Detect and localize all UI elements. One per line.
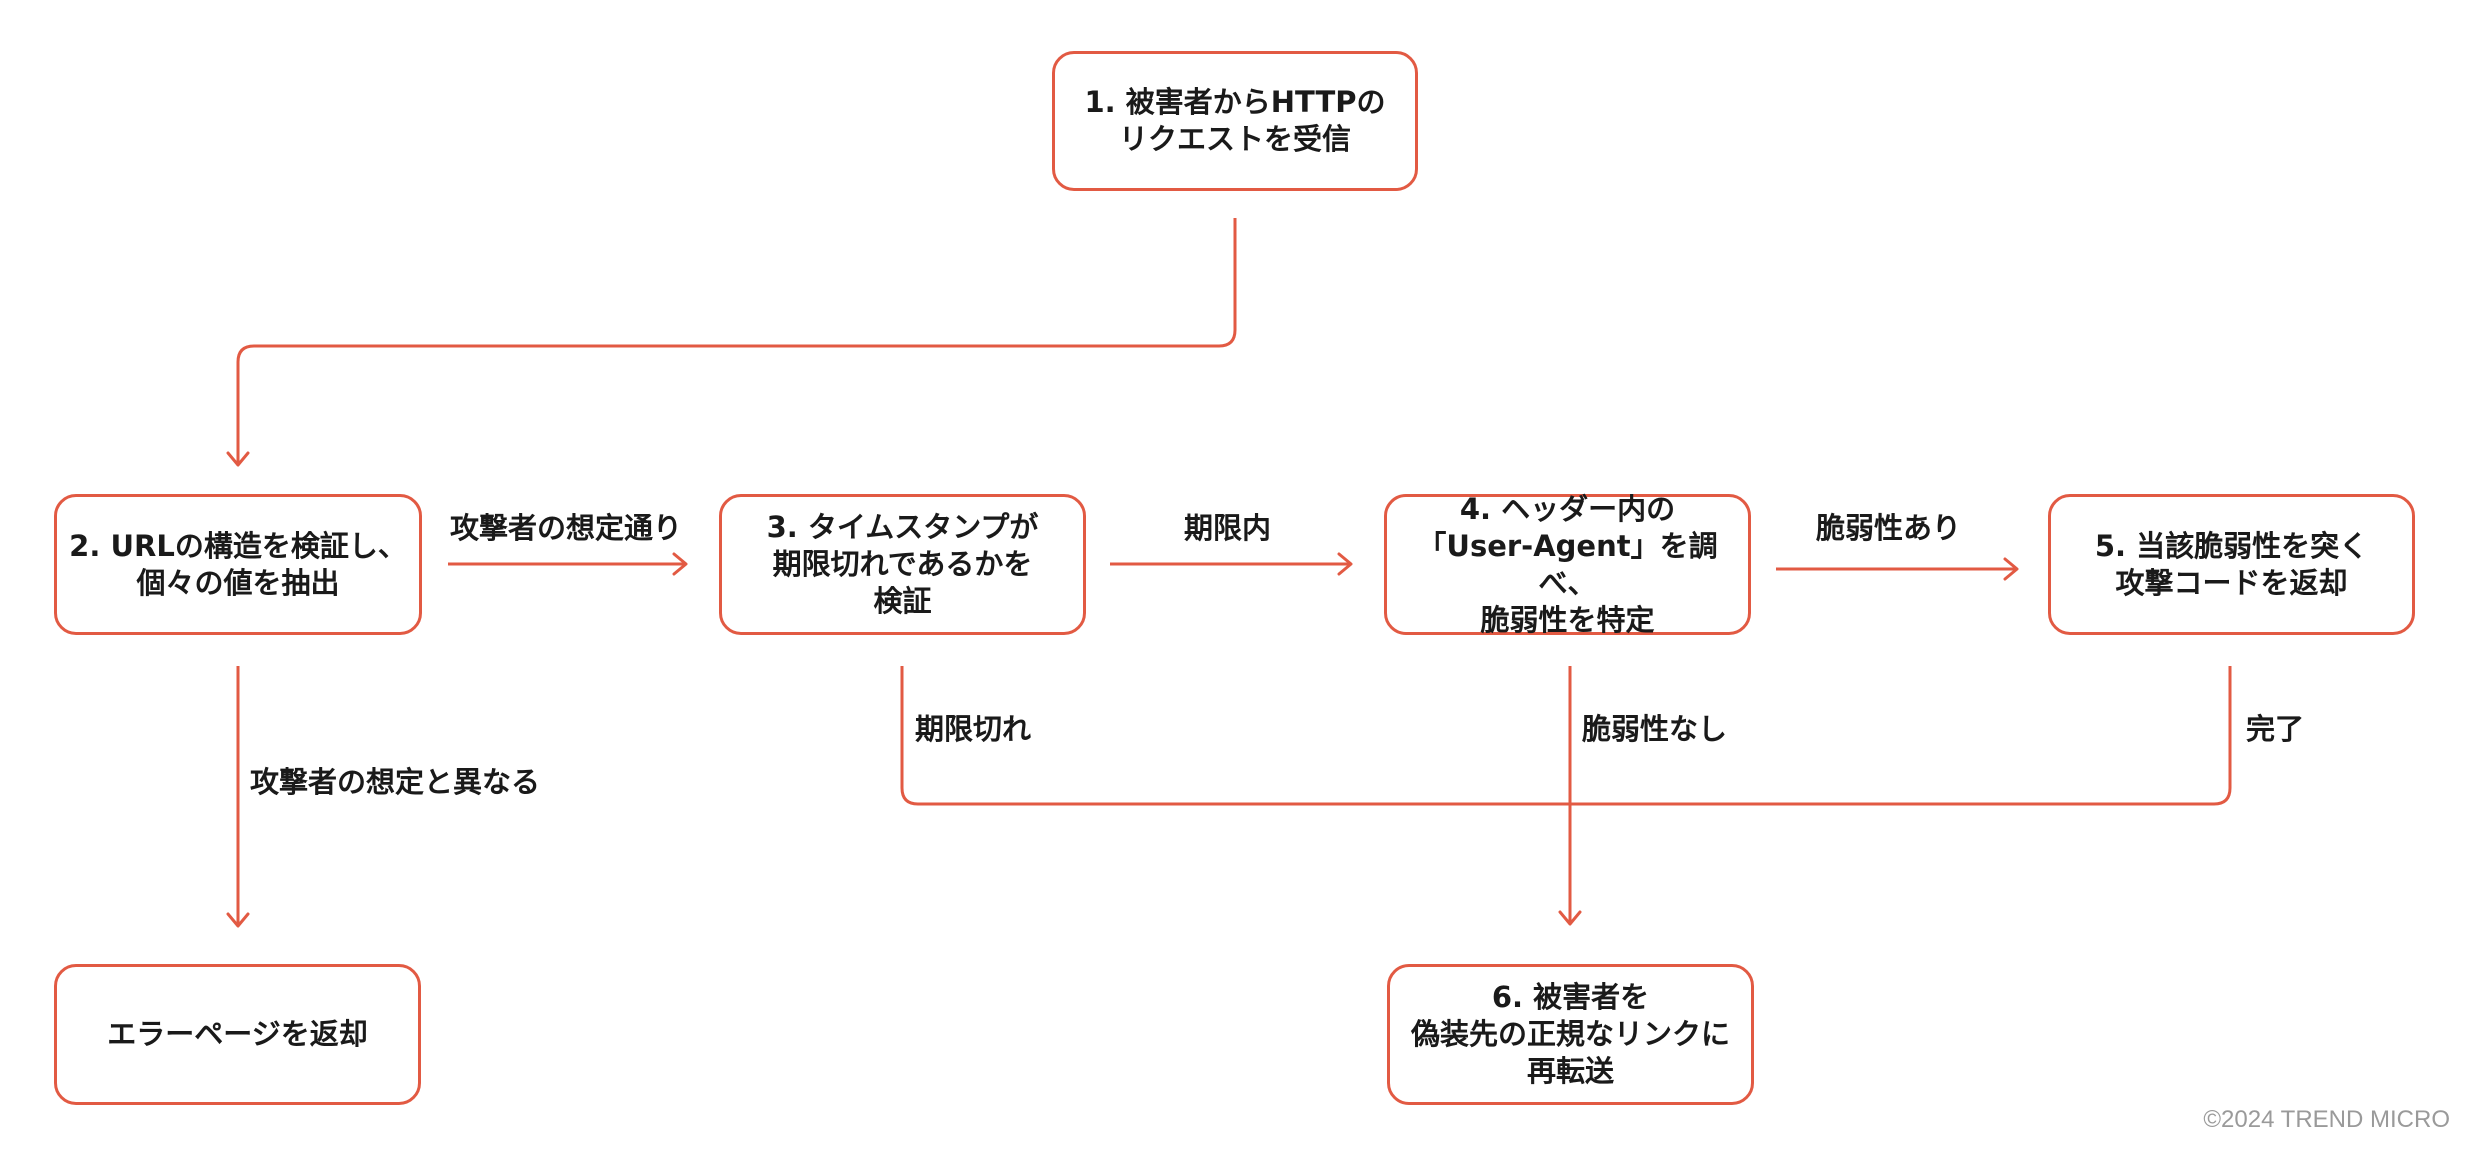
- edge-label-expired: 期限切れ: [915, 712, 1032, 746]
- node-check-timestamp: 3. タイムスタンプが 期限切れであるかを 検証: [719, 494, 1086, 635]
- edge-label-not-vulnerable: 脆弱性なし: [1582, 712, 1728, 746]
- copyright-notice: ©2024 TREND MICRO: [2203, 1106, 2450, 1133]
- node-redirect-victim: 6. 被害者を 偽装先の正規なリンクに 再転送: [1387, 964, 1754, 1105]
- node-return-exploit: 5. 当該脆弱性を突く 攻撃コードを返却: [2048, 494, 2415, 635]
- node-inspect-user-agent: 4. ヘッダー内の 「User-Agent」を調べ、 脆弱性を特定: [1384, 492, 1751, 637]
- edge-n1-to-n2: [226, 218, 1237, 467]
- node-receive-request: 1. 被害者からHTTPの リクエストを受信: [1052, 51, 1418, 191]
- edge-n3-merge: [900, 666, 2232, 806]
- node-return-error-page: エラーページを返却: [54, 964, 421, 1105]
- edge-label-vulnerable: 脆弱性あり: [1816, 511, 1962, 545]
- edge-label-unexpected: 攻撃者の想定と異なる: [250, 765, 541, 799]
- edge-label-done: 完了: [2246, 712, 2305, 746]
- edge-label-within-deadline: 期限内: [1184, 511, 1272, 545]
- edge-label-as-expected: 攻撃者の想定通り: [450, 511, 683, 545]
- node-validate-url: 2. URLの構造を検証し、 個々の値を抽出: [54, 494, 422, 635]
